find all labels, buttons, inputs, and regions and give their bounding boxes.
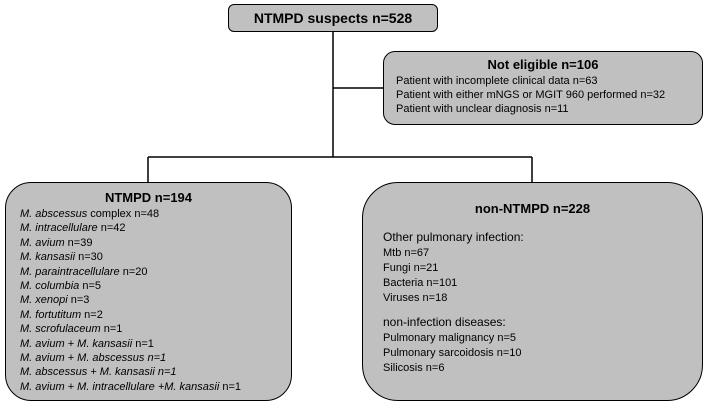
species-count: n=1 [132,337,154,350]
ntmpd-species-item: M. avium + M. kansasii n=1 [20,337,291,351]
species-count: n=1 [219,380,242,393]
species-name: M. abscessus + M. kansasii [20,366,155,379]
species-name: M. xenopi [20,294,68,307]
diagnosis-item: Pulmonary malignancy n=5 [383,332,516,344]
non-ntmpd-box: non-NTMPD n=228 Other pulmonary infectio… [362,182,703,401]
species-count: n=1 [144,352,167,365]
ntmpd-species-item: M. avium + M. abscessus n=1 [20,351,291,365]
ntmpd-species-item: M. columbia n=5 [20,279,291,293]
ntmpd-species-item: M. intracellulare n=42 [20,221,291,235]
other-infection-heading: Other pulmonary infection: [383,230,524,244]
not-eligible-box: Not eligible n=106 Patient with incomple… [383,51,703,125]
ntmpd-species-item: M. abscessus complex n=48 [20,207,291,221]
ntmpd-suspects-box: NTMPD suspects n=528 [228,4,438,32]
ntmpd-suspects-title: NTMPD suspects n=528 [253,10,413,26]
other-infection-list: Mtb n=67 Fungi n=21 Bacteria n=101 Virus… [383,246,702,306]
species-count: n=39 [64,236,93,249]
species-name: M. avium + M. intracellulare +M. kansasi… [20,380,220,393]
non-infection-heading: non-infection diseases: [383,315,506,329]
diagnosis-item: Bacteria n=101 [383,277,458,289]
ntmpd-species-list: M. abscessus complex n=48 M. intracellul… [20,207,291,394]
other-infection-section: Other pulmonary infection: Mtb n=67 Fung… [383,230,702,306]
species-name: M. kansasii [20,251,76,264]
diagnosis-item: Pulmonary sarcoidosis n=10 [383,347,522,359]
species-count: n=3 [67,294,90,307]
ntmpd-species-item: M. avium n=39 [20,236,291,250]
not-eligible-title: Not eligible n=106 [487,57,599,72]
species-name: M. scrofulaceum [20,323,101,336]
species-count: n=30 [75,251,103,264]
ntmpd-species-item: M. xenopi n=3 [20,293,291,307]
species-name: M. paraintracellulare [20,265,120,278]
diagnosis-item: Silicosis n=6 [383,362,445,374]
ntmpd-species-item: M. avium + M. intracellulare +M. kansasi… [20,380,291,394]
ntmpd-box: NTMPD n=194 M. abscessus complex n=48 M.… [5,182,292,401]
diagnosis-item: Viruses n=18 [383,292,448,304]
not-eligible-list: Patient with incomplete clinical data n=… [396,74,702,116]
diagnosis-item: Mtb n=67 [383,247,430,259]
species-name: M. intracellulare [20,222,98,235]
ntmpd-species-item: M. kansasii n=30 [20,250,291,264]
ntmpd-species-item: M. abscessus + M. kansasii n=1 [20,365,291,379]
species-name: M. avium [20,236,65,249]
species-count: n=2 [81,308,103,321]
not-eligible-item: Patient with either mNGS or MGIT 960 per… [396,89,666,101]
species-count: n=1 [100,323,123,336]
species-count: n=5 [79,280,102,293]
ntmpd-title: NTMPD n=194 [104,190,193,205]
species-name: M. avium + M. kansasii [20,337,133,350]
species-name: M. columbia [20,280,80,293]
ntmpd-species-item: M. paraintracellulare n=20 [20,265,291,279]
ntmpd-species-item: M. fortutitum n=2 [20,308,291,322]
species-count: n=20 [119,265,148,278]
ntmpd-species-item: M. scrofulaceum n=1 [20,322,291,336]
species-count: n=1 [154,366,177,379]
species-count: complex n=48 [87,208,160,220]
not-eligible-item: Patient with incomplete clinical data n=… [396,75,598,87]
species-name: M. avium + M. abscessus [20,352,145,365]
species-name: M. fortutitum [20,308,82,321]
species-count: n=42 [97,222,126,235]
diagnosis-item: Fungi n=21 [383,262,439,274]
species-name: M. abscessus [20,208,88,220]
non-ntmpd-title: non-NTMPD n=228 [474,201,591,216]
non-infection-section: non-infection diseases: Pulmonary malign… [383,315,702,376]
non-infection-list: Pulmonary malignancy n=5 Pulmonary sarco… [383,331,702,376]
not-eligible-item: Patient with unclear diagnosis n=11 [396,103,569,115]
